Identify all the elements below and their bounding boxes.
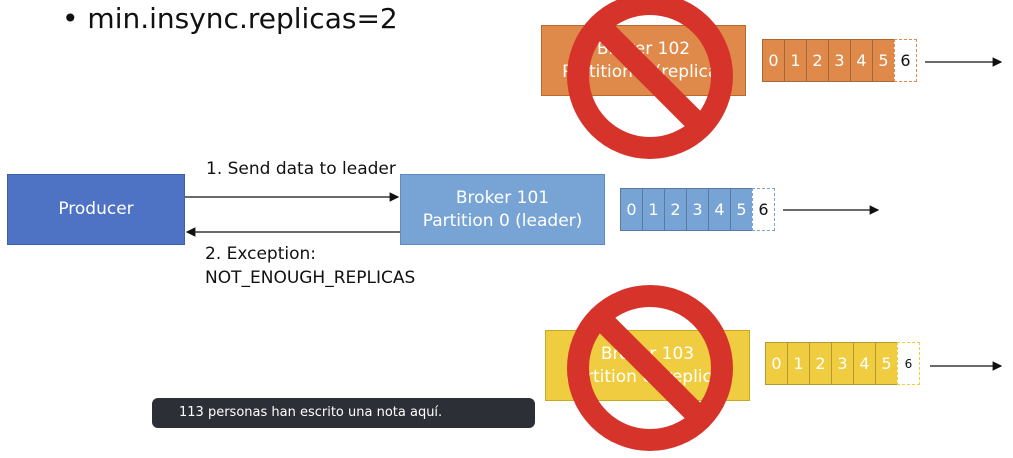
- log-cell-pending: 6: [752, 188, 775, 231]
- broker-101-partition: Partition 0 (leader): [422, 210, 583, 231]
- exception-label: 2. Exception:: [205, 244, 317, 264]
- producer-label: Producer: [58, 199, 134, 219]
- broker-101-title: Broker 101: [455, 187, 550, 208]
- log-cell-pending: 6: [894, 39, 917, 82]
- producer-box: Producer: [7, 174, 185, 245]
- log-cell: 5: [730, 188, 753, 231]
- note-toast[interactable]: 113 personas han escrito una nota aquí.: [152, 398, 535, 428]
- log-cell: 3: [686, 188, 709, 231]
- log-cell: 3: [828, 39, 851, 82]
- send-data-label: 1. Send data to leader: [206, 159, 396, 179]
- prohibited-icon: [567, 285, 733, 451]
- log-cell-pending: 6: [897, 342, 920, 385]
- not-enough-replicas-label: NOT_ENOUGH_REPLICAS: [205, 268, 416, 288]
- broker-101-box: Broker 101 Partition 0 (leader): [400, 174, 605, 245]
- bullet-min-insync: • min.insync.replicas=2: [62, 2, 398, 35]
- log-cell: 0: [762, 39, 785, 82]
- prohibited-icon: [567, 0, 733, 159]
